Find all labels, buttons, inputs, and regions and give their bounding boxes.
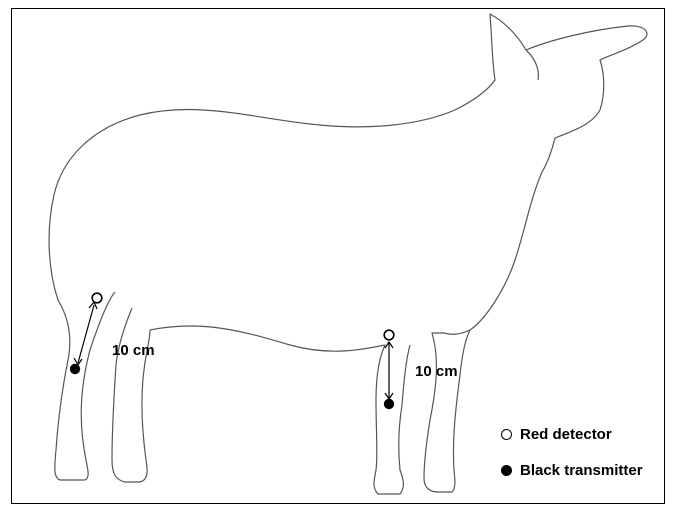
rear-detector-marker <box>92 293 102 303</box>
front-front-leg-outline <box>424 330 470 492</box>
rear-front-leg-outline <box>112 308 150 482</box>
front-detector-marker <box>384 330 394 340</box>
rear-distance-label: 10 cm <box>112 343 155 358</box>
legend-transmitter: Black transmitter <box>501 462 643 479</box>
rear-back-leg-outline <box>55 292 115 480</box>
rear-transmitter-marker <box>70 364 80 374</box>
filled-circle-icon <box>501 465 512 476</box>
legend-detector: Red detector <box>501 426 612 443</box>
front-distance-label: 10 cm <box>415 364 458 379</box>
legend-detector-label: Red detector <box>520 426 612 443</box>
legend-transmitter-label: Black transmitter <box>520 462 643 479</box>
front-transmitter-marker <box>384 399 394 409</box>
rear-measurement-arrow <box>78 305 94 363</box>
open-circle-icon <box>501 429 512 440</box>
sheep-body-outline <box>49 14 647 334</box>
sheep-belly-outline <box>150 326 385 351</box>
sheep-ear-outline <box>526 50 538 80</box>
front-back-leg-outline <box>374 345 410 494</box>
